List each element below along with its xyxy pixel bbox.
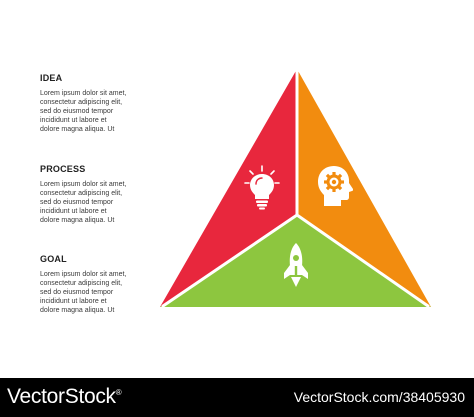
text-line: consectetur adipiscing elit, [40,280,123,287]
section-idea: IDEA Lorem ipsum dolor sit amet, consect… [40,73,170,134]
segment-process [297,69,431,307]
pyramid-diagram [160,67,431,308]
text-line: Lorem ipsum dolor sit amet, [40,271,127,278]
lightbulb-icon [244,165,280,210]
section-text-idea: Lorem ipsum dolor sit amet, consectetur … [40,89,170,134]
brand-logo: VectorStock® [7,385,122,408]
text-line: consectetur adipiscing elit, [40,99,123,106]
text-line: sed do eiusmod tempor [40,108,114,115]
text-line: dolore magna aliqua. Ut [40,217,115,224]
section-title-goal: GOAL [40,254,67,264]
image-id: VectorStock.com/38405930 [293,389,465,405]
text-line: dolore magna aliqua. Ut [40,126,115,133]
segment-idea [160,69,297,307]
section-goal: GOAL Lorem ipsum dolor sit amet, consect… [40,254,170,315]
text-line: incididunt ut labore et [40,298,107,305]
text-line: sed do eiusmod tempor [40,289,114,296]
footer-bar: VectorStock® VectorStock.com/38405930 [0,378,474,417]
text-line: incididunt ut labore et [40,208,107,215]
text-line: Lorem ipsum dolor sit amet, [40,90,127,97]
section-text-goal: Lorem ipsum dolor sit amet, consectetur … [40,270,170,315]
text-line: dolore magna aliqua. Ut [40,307,115,314]
section-title-idea: IDEA [40,73,63,83]
text-line: consectetur adipiscing elit, [40,190,123,197]
section-process: PROCESS Lorem ipsum dolor sit amet, cons… [40,164,170,225]
section-text-process: Lorem ipsum dolor sit amet, consectetur … [40,180,170,225]
section-title-process: PROCESS [40,164,86,174]
head-gear-icon [318,166,353,206]
text-line: sed do eiusmod tempor [40,199,114,206]
text-line: Lorem ipsum dolor sit amet, [40,181,127,188]
text-line: incididunt ut labore et [40,117,107,124]
segment-separators [161,67,430,308]
rocket-icon [284,243,308,287]
